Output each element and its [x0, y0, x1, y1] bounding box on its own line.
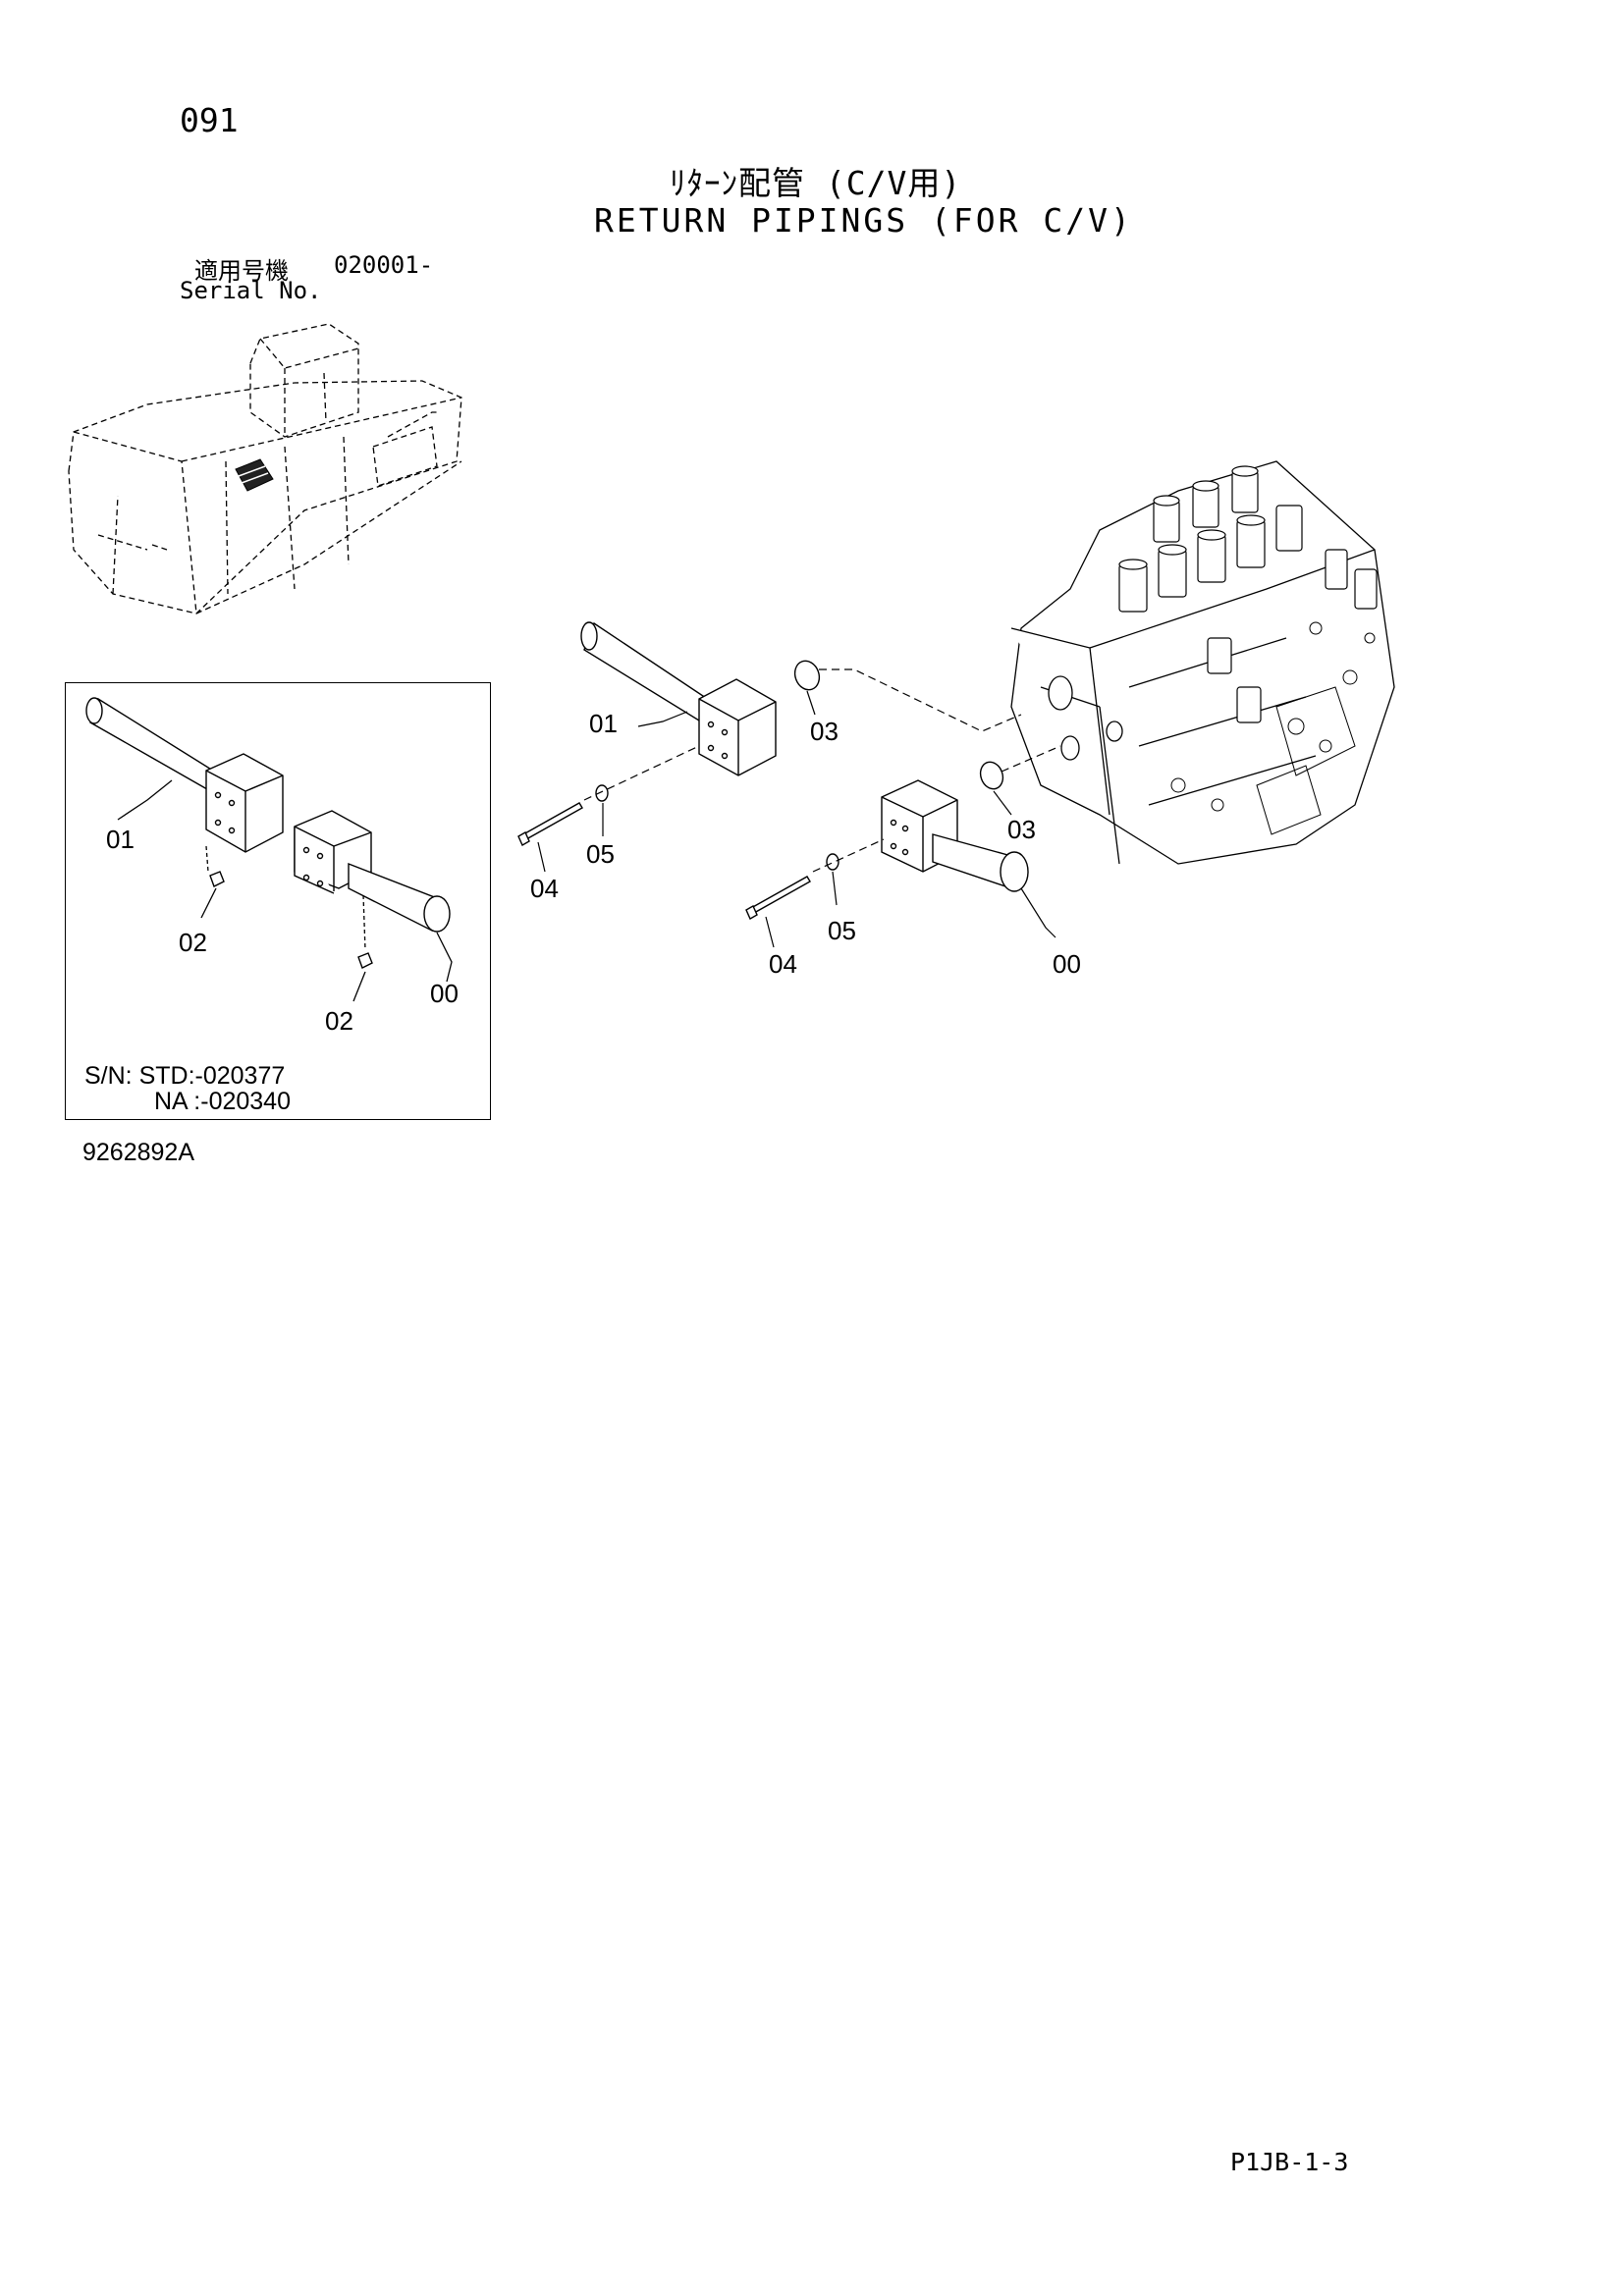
- serial-value: 020001-: [334, 251, 434, 279]
- callout-label-01: 01: [106, 825, 135, 854]
- callout-label-00: 00: [1053, 949, 1081, 979]
- drawing-number: 9262892A: [82, 1139, 195, 1166]
- title-japanese: ﾘﾀｰﾝ配管 (C/V用): [670, 164, 962, 202]
- serial-note-line2: NA :-020340: [154, 1088, 291, 1115]
- callout-label-01: 01: [589, 709, 618, 738]
- callout-label-05: 05: [586, 839, 615, 869]
- serial-note-line1: S/N: STD:-020377: [84, 1062, 286, 1090]
- inset-box: [65, 682, 491, 1120]
- callout-label-00: 00: [430, 979, 459, 1008]
- callout-label-03: 03: [1007, 815, 1036, 844]
- page-code: P1JB-1-3: [1230, 2148, 1349, 2176]
- callout-label-04: 04: [530, 874, 559, 903]
- serial-label: Serial No.: [180, 277, 322, 304]
- page-title: RETURN PIPINGS (FOR C/V): [594, 201, 1133, 240]
- page-number: 091: [180, 101, 239, 139]
- callout-label-03: 03: [810, 717, 839, 746]
- callout-label-02: 02: [179, 928, 207, 957]
- callout-label-02: 02: [325, 1006, 353, 1036]
- callout-label-05: 05: [828, 916, 856, 945]
- callout-label-04: 04: [769, 949, 797, 979]
- serial-label-japanese: 適用号機: [194, 257, 289, 285]
